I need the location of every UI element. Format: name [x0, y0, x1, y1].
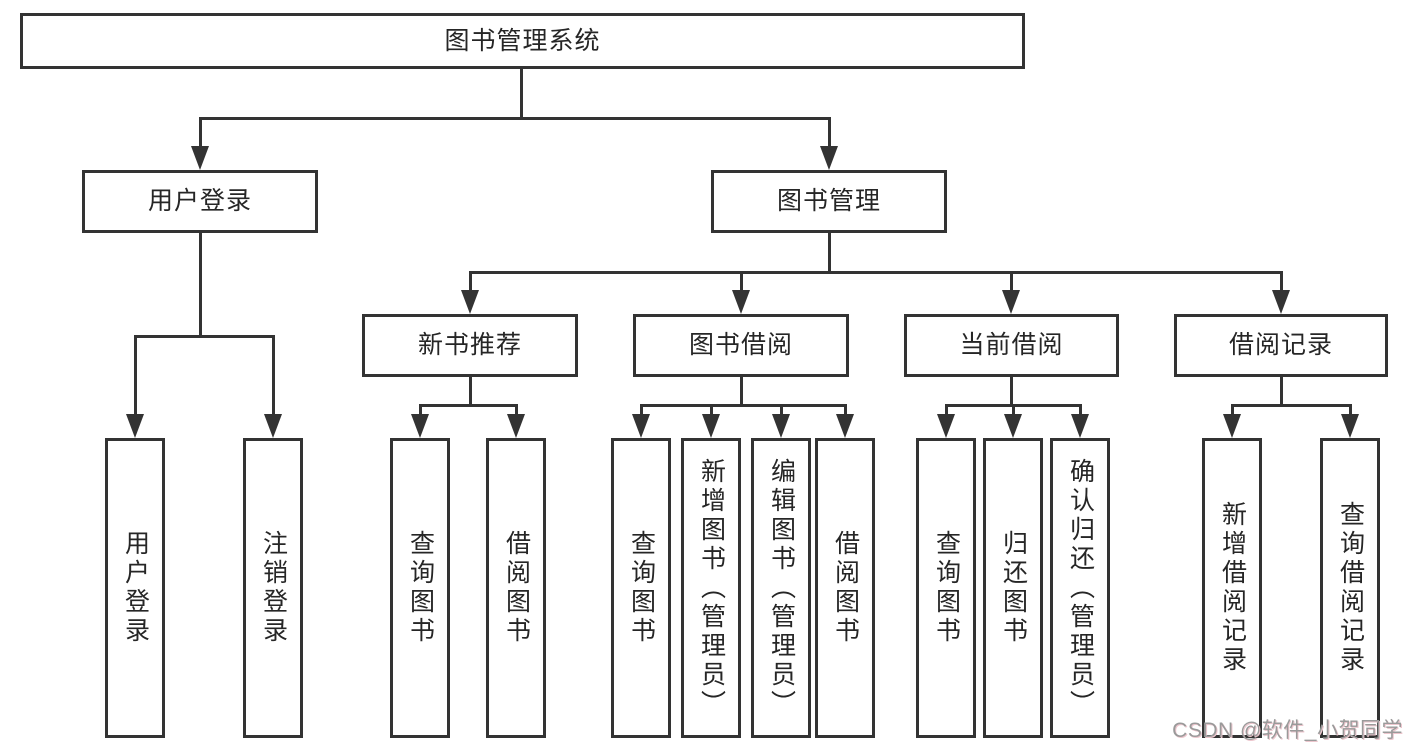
node-user-login-label: 用户登录: [147, 187, 252, 215]
arrow-down-icon: [937, 414, 955, 438]
arrow-down-icon: [732, 290, 750, 314]
node-current-borrowing-label: 当前借阅: [959, 331, 1064, 359]
leaf-query-borrow-record-label: 查询借阅记录: [1336, 501, 1365, 675]
leaf-recommend-borrow-book: 借阅图书: [486, 438, 546, 738]
connector-arrow-stem: [739, 271, 743, 298]
node-book-borrowing: 图书借阅: [633, 314, 849, 377]
connector-line-horizontal: [639, 404, 847, 407]
connector-arrow-stem: [198, 117, 202, 154]
node-library-system: 图书管理系统: [20, 13, 1025, 69]
leaf-edit-book-admin-label: 编辑图书（管理员）: [767, 457, 796, 719]
leaf-recommend-query-book-label: 查询图书: [406, 530, 435, 646]
leaf-return-book-label: 归还图书: [999, 530, 1028, 646]
connector-line-horizontal: [1230, 404, 1352, 407]
node-borrow-records-label: 借阅记录: [1228, 331, 1333, 359]
node-new-book-recommend: 新书推荐: [362, 314, 578, 377]
leaf-recommend-borrow-book-label: 借阅图书: [502, 530, 531, 646]
connector-arrow-stem: [1279, 271, 1283, 298]
leaf-confirm-return-admin: 确认归还（管理员）: [1050, 438, 1110, 738]
leaf-return-book: 归还图书: [983, 438, 1043, 738]
arrow-down-icon: [1341, 414, 1359, 438]
connector-line-horizontal: [418, 404, 518, 407]
connector-arrow-stem: [843, 404, 847, 422]
leaf-recommend-query-book: 查询图书: [390, 438, 450, 738]
connector-line-horizontal: [468, 271, 1283, 274]
connector-arrow-stem: [418, 404, 422, 422]
node-book-management-label: 图书管理: [776, 187, 881, 215]
connector-line-horizontal: [133, 335, 275, 338]
arrow-down-icon: [702, 414, 720, 438]
arrow-down-icon: [772, 414, 790, 438]
leaf-borrowing-borrow-book-label: 借阅图书: [831, 530, 860, 646]
leaf-add-borrow-record: 新增借阅记录: [1202, 438, 1262, 738]
node-borrow-records: 借阅记录: [1174, 314, 1388, 377]
leaf-borrowing-borrow-book: 借阅图书: [815, 438, 875, 738]
leaf-query-borrow-record: 查询借阅记录: [1320, 438, 1380, 738]
connector-arrow-stem: [1011, 404, 1015, 422]
arrow-down-icon: [632, 414, 650, 438]
arrow-down-icon: [1071, 414, 1089, 438]
arrow-down-icon: [836, 414, 854, 438]
leaf-add-book-admin-label: 新增图书（管理员）: [697, 457, 726, 719]
connector-arrow-stem: [827, 117, 831, 154]
connector-line-vertical: [739, 377, 743, 407]
connector-arrow-stem: [1009, 271, 1013, 298]
connector-arrow-stem: [271, 335, 275, 422]
arrow-down-icon: [1223, 414, 1241, 438]
connector-arrow-stem: [1348, 404, 1352, 422]
node-book-borrowing-label: 图书借阅: [688, 331, 793, 359]
node-new-book-recommend-label: 新书推荐: [417, 331, 522, 359]
leaf-current-query-book-label: 查询图书: [932, 530, 961, 646]
leaf-logout-label: 注销登录: [259, 530, 288, 646]
arrow-down-icon: [1004, 414, 1022, 438]
connector-arrow-stem: [709, 404, 713, 422]
node-library-system-label: 图书管理系统: [444, 26, 601, 55]
leaf-user-login: 用户登录: [105, 438, 165, 738]
node-book-management: 图书管理: [711, 170, 947, 233]
arrow-down-icon: [126, 414, 144, 438]
connector-arrow-stem: [133, 335, 137, 422]
connector-line-vertical: [1279, 377, 1283, 407]
arrow-down-icon: [411, 414, 429, 438]
csdn-watermark: CSDN @软件_小贺同学: [1172, 719, 1403, 742]
leaf-confirm-return-admin-label: 确认归还（管理员）: [1066, 457, 1095, 719]
leaf-logout: 注销登录: [243, 438, 303, 738]
node-current-borrowing: 当前借阅: [904, 314, 1119, 377]
arrow-down-icon: [507, 414, 525, 438]
arrow-down-icon: [1272, 290, 1290, 314]
connector-arrow-stem: [639, 404, 643, 422]
arrow-down-icon: [461, 290, 479, 314]
leaf-borrowing-query-book-label: 查询图书: [627, 530, 656, 646]
connector-line-vertical: [827, 233, 831, 274]
connector-line-vertical: [519, 68, 523, 120]
connector-line-horizontal: [198, 117, 831, 120]
connector-arrow-stem: [944, 404, 948, 422]
leaf-user-login-label: 用户登录: [121, 530, 150, 646]
leaf-edit-book-admin: 编辑图书（管理员）: [751, 438, 811, 738]
connector-arrow-stem: [779, 404, 783, 422]
connector-line-vertical: [1010, 377, 1013, 407]
arrow-down-icon: [264, 414, 282, 438]
arrow-down-icon: [191, 146, 209, 170]
leaf-borrowing-query-book: 查询图书: [611, 438, 671, 738]
connector-arrow-stem: [514, 404, 518, 422]
leaf-add-borrow-record-label: 新增借阅记录: [1218, 501, 1247, 675]
connector-arrow-stem: [468, 271, 472, 298]
connector-arrow-stem: [1078, 404, 1082, 422]
leaf-current-query-book: 查询图书: [916, 438, 976, 738]
connector-line-vertical: [198, 233, 202, 338]
node-user-login: 用户登录: [82, 170, 318, 233]
arrow-down-icon: [1002, 290, 1020, 314]
connector-arrow-stem: [1230, 404, 1234, 422]
arrow-down-icon: [820, 146, 838, 170]
connector-line-vertical: [468, 377, 472, 407]
leaf-add-book-admin: 新增图书（管理员）: [681, 438, 741, 738]
